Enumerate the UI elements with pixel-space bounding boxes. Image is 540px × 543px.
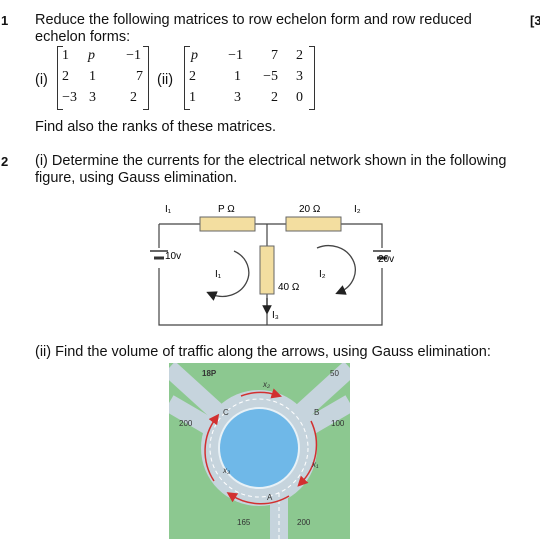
label-node-c: C xyxy=(223,408,229,417)
matrix-cell: 7 xyxy=(136,69,143,84)
matrix-cell: p xyxy=(191,48,198,63)
label-18p: 18P xyxy=(202,369,217,378)
matrix-cell: 0 xyxy=(296,90,303,105)
left-bracket xyxy=(57,46,63,110)
lane-marking xyxy=(209,398,309,498)
traffic-roundabout: 18P 50 200 100 165 200 x₂ x₃ x₁ A B C xyxy=(169,363,350,539)
road-top-left xyxy=(169,363,231,425)
label-x1: x₁ xyxy=(311,460,319,469)
p-ohm-label: P Ω xyxy=(218,204,235,215)
matrix-cell: 3 xyxy=(234,90,241,105)
matrix-cell: 2 xyxy=(271,90,278,105)
matrix-cell: 1 xyxy=(62,48,69,63)
right-bracket xyxy=(309,46,315,110)
matrix-cell: 7 xyxy=(271,48,278,63)
r40-label: 40 Ω xyxy=(278,282,300,293)
q1-instruction-line1: Reduce the following matrices to row ech… xyxy=(35,12,472,28)
loop-i1-label: I₁ xyxy=(215,269,222,280)
right-bracket xyxy=(143,46,149,110)
i3-label: I₃ xyxy=(272,310,279,321)
loop-i2-label: I₂ xyxy=(319,269,326,280)
label-node-b: B xyxy=(314,408,319,417)
q2-part-i-line2: figure, using Gauss elimination. xyxy=(35,170,238,186)
label-100-right: 100 xyxy=(331,419,345,428)
arrow-x1 xyxy=(297,420,318,487)
q1-instruction-line2: echelon forms: xyxy=(35,29,131,45)
left-bracket xyxy=(184,46,190,110)
i1-top-label: I₁ xyxy=(165,204,172,215)
top-wire xyxy=(159,223,383,248)
label-50: 50 xyxy=(330,369,339,378)
matrix-i-label: (i) xyxy=(35,72,48,88)
matrix-cell: 2 xyxy=(62,69,69,84)
i2-top-label: I₂ xyxy=(354,204,361,215)
label-x3: x₃ xyxy=(222,466,230,475)
matrix-i: 1 p −1 2 1 7 −3 3 2 xyxy=(57,46,149,110)
label-165: 165 xyxy=(237,518,251,527)
marks-bracket: [3 xyxy=(530,13,540,28)
matrix-cell: 2 xyxy=(189,69,196,84)
loop-i1-arrow xyxy=(206,250,250,301)
matrix-ii: p −1 7 2 2 1 −5 3 1 3 2 0 xyxy=(184,46,315,110)
matrix-cell: −5 xyxy=(263,69,278,84)
matrix-ii-label: (ii) xyxy=(157,72,174,88)
label-200-left: 200 xyxy=(179,419,193,428)
q2-part-i-line1: (i) Determine the currents for the elect… xyxy=(35,153,507,169)
road-top-right xyxy=(288,363,350,425)
matrix-cell: p xyxy=(88,48,95,63)
matrix-cell: −1 xyxy=(228,48,243,63)
matrix-cell: 2 xyxy=(296,48,303,63)
circuit-diagram: I₁ P Ω 20 Ω I₂ 10v 20v I₁ I₂ 40 Ω I₃ xyxy=(150,204,394,326)
matrix-cell: 1 xyxy=(234,69,241,84)
label-200-bottom: 200 xyxy=(297,518,311,527)
roundabout-island xyxy=(218,407,300,489)
arrow-x2 xyxy=(240,388,283,399)
question-number-2: 2 xyxy=(1,154,9,169)
q2-part-ii: (ii) Find the volume of traffic along th… xyxy=(35,344,491,360)
arrow-a xyxy=(226,492,290,505)
label-node-a: A xyxy=(267,493,273,502)
v20-label: 20v xyxy=(378,254,394,265)
matrix-cell: 3 xyxy=(296,69,303,84)
outer-wire xyxy=(158,224,383,326)
resistor-40 xyxy=(259,245,275,295)
matrix-cell: 3 xyxy=(89,90,96,105)
r20-label: 20 Ω xyxy=(299,204,321,215)
q1-ranks-text: Find also the ranks of these matrices. xyxy=(35,119,276,135)
resistor-20 xyxy=(285,216,342,232)
matrix-cell: −3 xyxy=(62,90,77,105)
matrix-cell: 2 xyxy=(130,90,137,105)
resistor-p xyxy=(199,216,256,232)
matrix-cell: −1 xyxy=(126,48,141,63)
v10-label: 10v xyxy=(165,251,181,262)
matrix-cell: 1 xyxy=(89,69,96,84)
question-number-1: 1 xyxy=(1,13,9,28)
arrow-x3 xyxy=(204,413,220,482)
loop-i2-arrow xyxy=(316,245,356,295)
label-x2: x₂ xyxy=(262,380,270,389)
matrix-cell: 1 xyxy=(189,90,196,105)
